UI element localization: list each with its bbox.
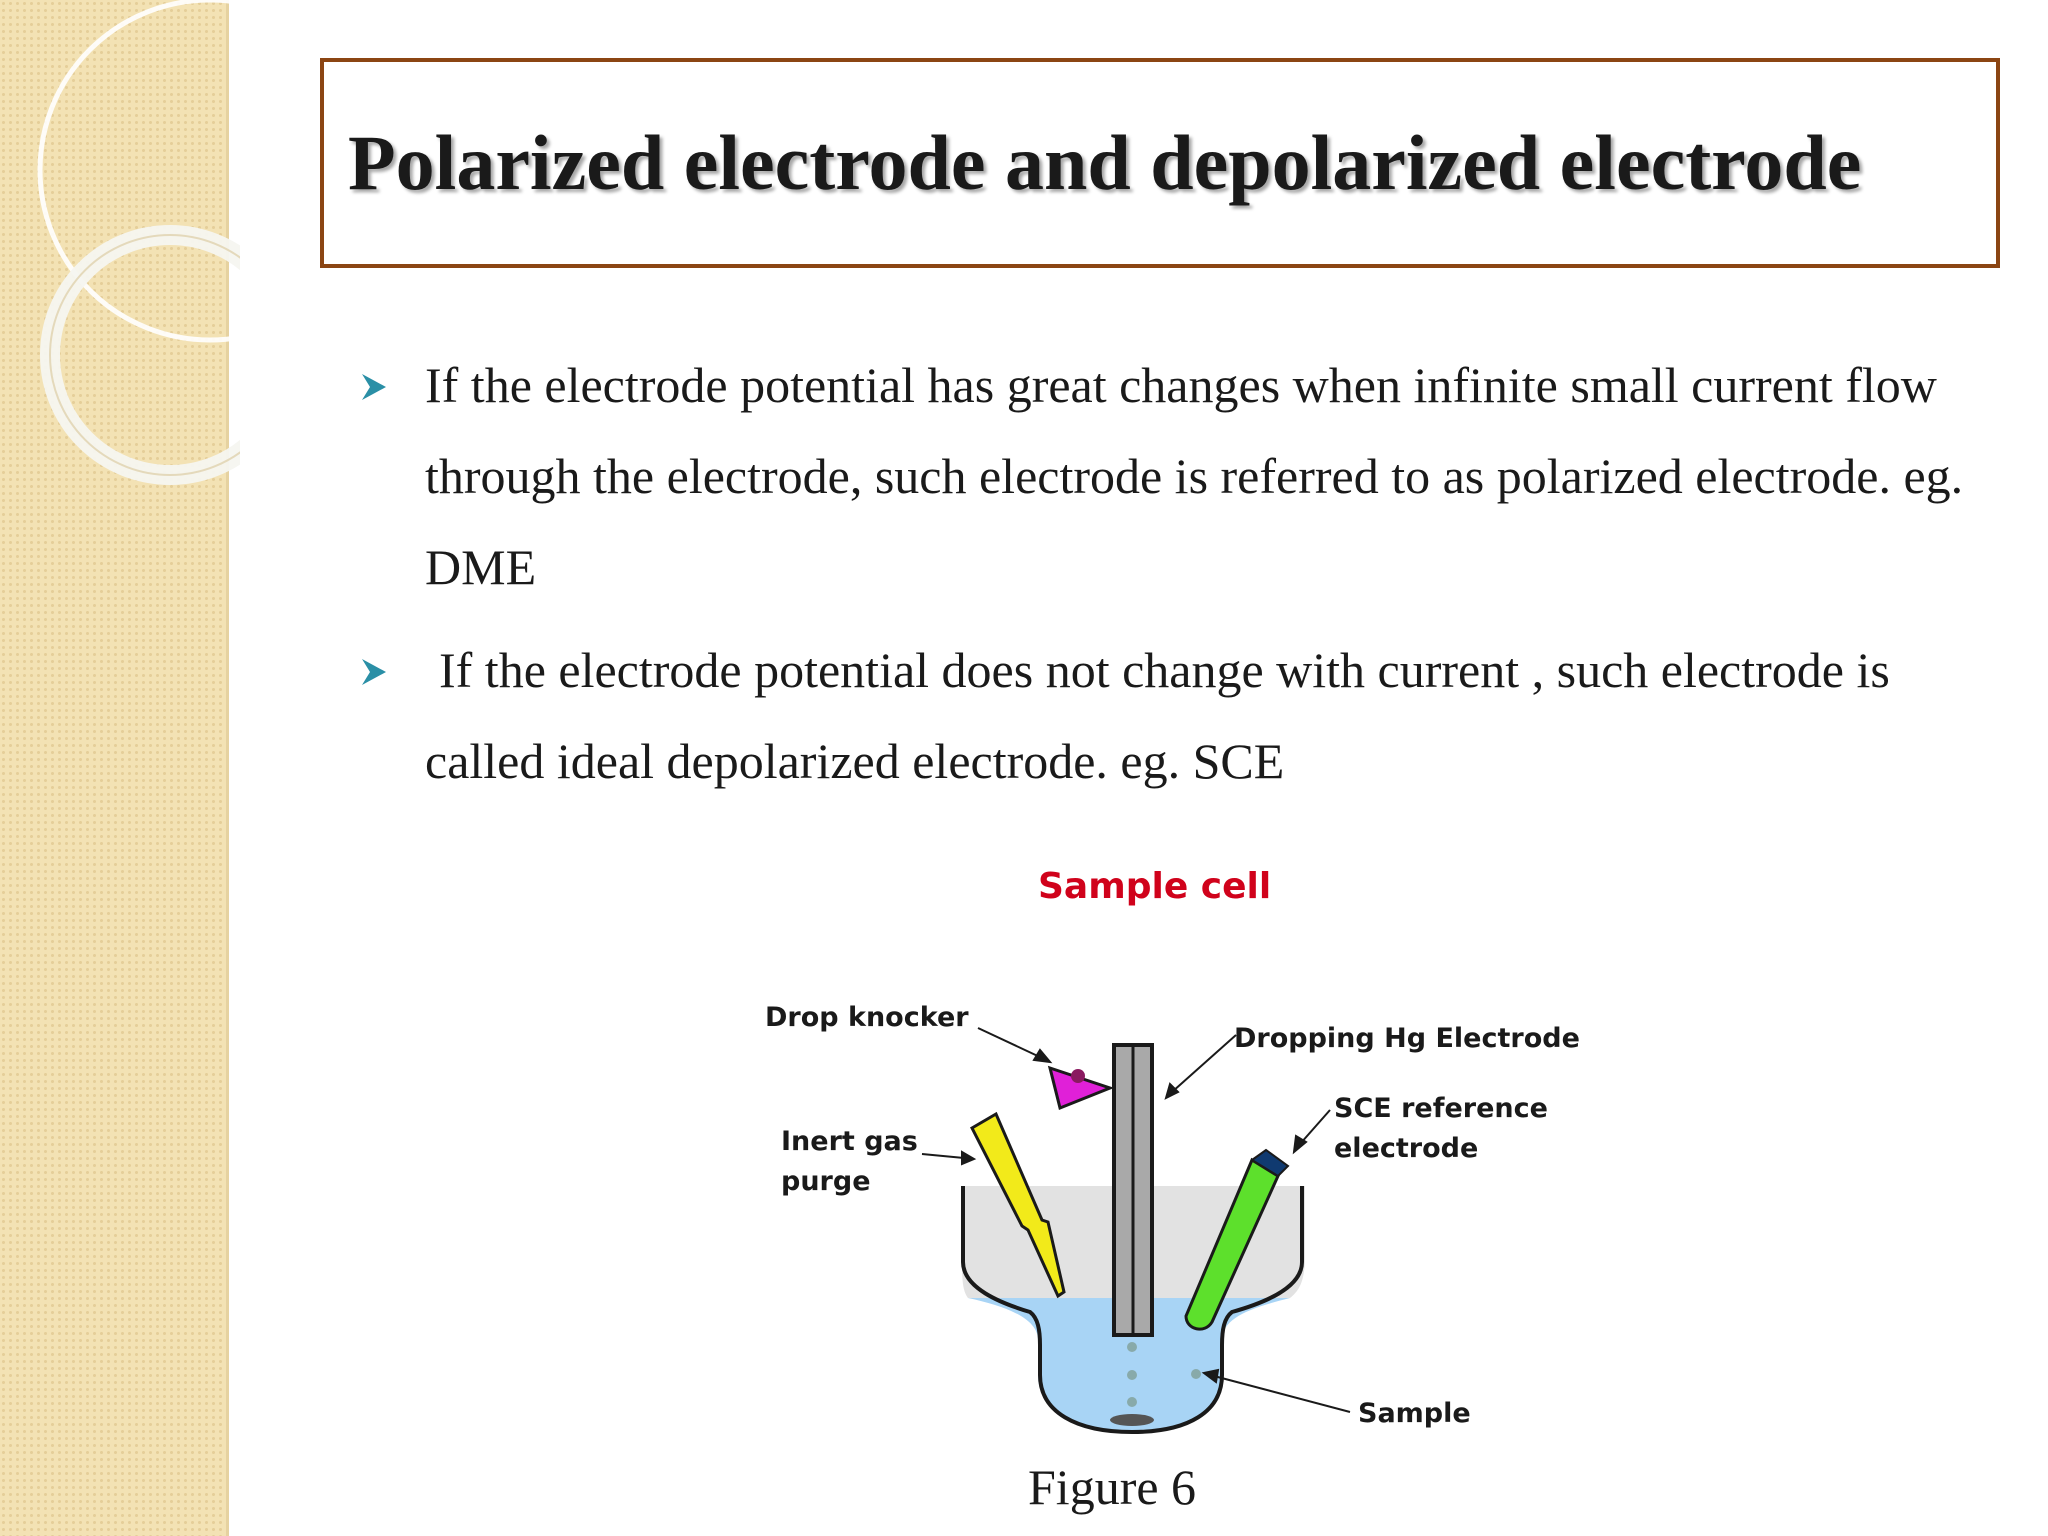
figure-heading: Sample cell <box>1038 866 1271 907</box>
leader-arrows <box>921 1027 1351 1413</box>
label-sce-line1: SCE reference <box>1334 1093 1548 1124</box>
figure-caption: Figure 6 <box>1028 1459 1197 1515</box>
arrow-bullet-icon <box>362 659 386 685</box>
label-sce-line2: electrode <box>1334 1133 1478 1164</box>
label-drop-knocker: Drop knocker <box>765 1002 969 1033</box>
sample-liquid <box>968 1298 1290 1430</box>
arrow-bullet-icon <box>362 374 386 400</box>
label-dropping-hg: Dropping Hg Electrode <box>1234 1023 1580 1054</box>
mercury-pool <box>1110 1414 1154 1426</box>
title-box: Polarized electrode and depolarized elec… <box>320 58 2000 268</box>
side-band-edge <box>226 0 229 1536</box>
cell-outline <box>961 1186 1304 1435</box>
label-inert-line1: Inert gas <box>781 1126 918 1157</box>
decorative-circles <box>37 0 240 485</box>
label-sample: Sample <box>1358 1398 1471 1429</box>
label-inert-line2: purge <box>781 1166 871 1197</box>
slide-title: Polarized electrode and depolarized elec… <box>348 119 1862 206</box>
gas-purge-tube-icon <box>970 1111 1066 1299</box>
bullet-list: If the electrode potential has great cha… <box>360 340 2000 819</box>
bullet-text: If the electrode potential does not chan… <box>425 642 1890 789</box>
bullet-text: If the electrode potential has great cha… <box>425 357 1964 595</box>
sce-electrode-icon <box>1184 1157 1280 1331</box>
bullet-item: If the electrode potential has great cha… <box>360 340 2000 613</box>
bullet-item: If the electrode potential does not chan… <box>360 625 2000 807</box>
